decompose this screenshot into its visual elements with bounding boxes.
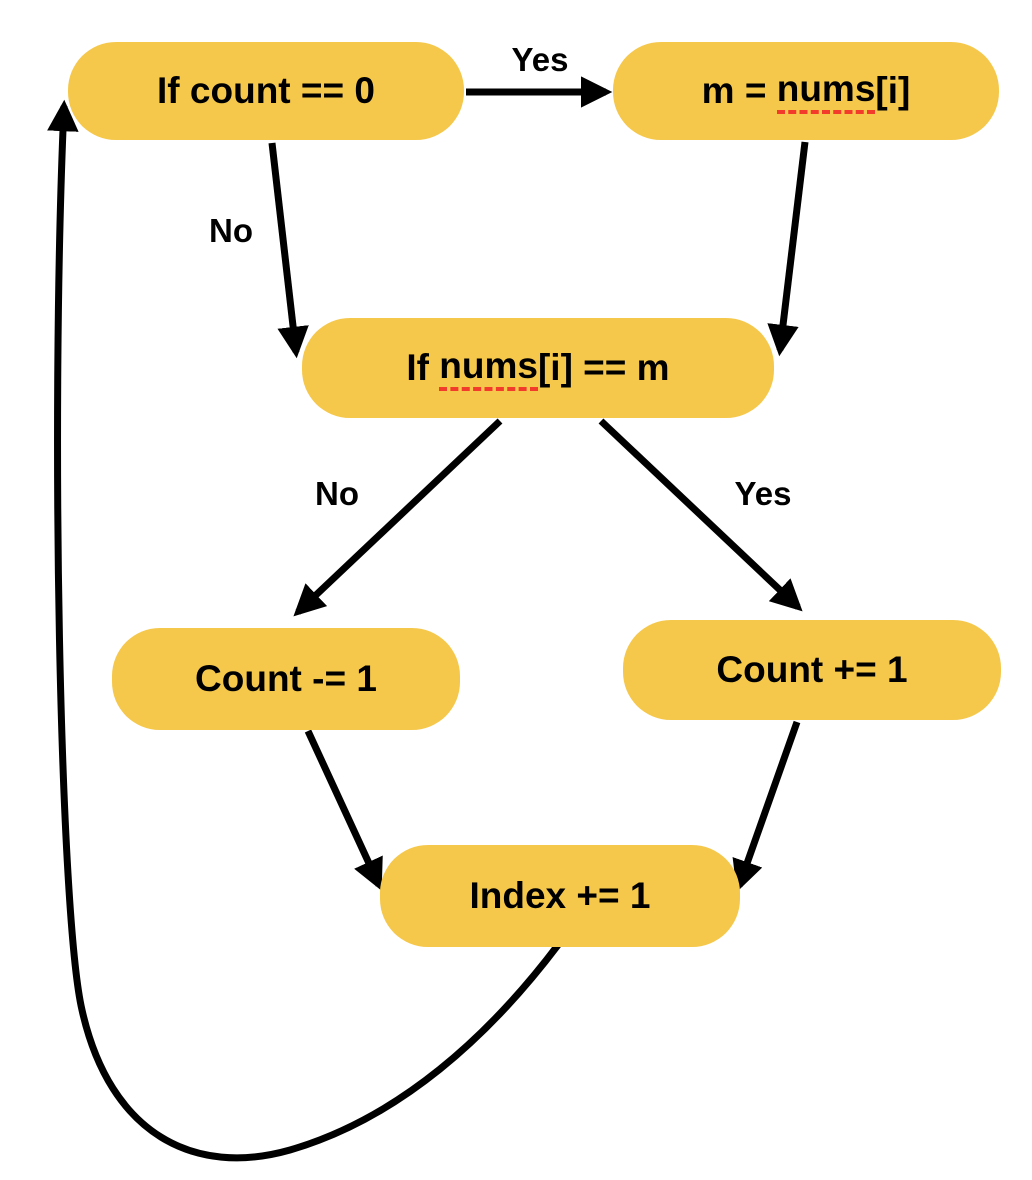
edge-label-yes-top: Yes [511, 41, 569, 78]
node-label-misspelled: nums [776, 68, 876, 114]
edge-count-dec-to-index [304, 729, 383, 891]
node-if-nums-i-equals-m[interactable]: If nums[i] == m [302, 318, 774, 418]
node-label-post: [i] [875, 70, 911, 111]
edge-no-to-count-dec [293, 418, 503, 617]
edge-m-assign-to-if-nums [767, 141, 809, 357]
node-label: Index += 1 [469, 875, 651, 916]
node-label-misspelled: nums [439, 345, 538, 391]
edge-label-yes-middle: Yes [734, 475, 792, 512]
node-count-decrement[interactable]: Count -= 1 [112, 628, 460, 730]
edge-label-no-upper-left: No [209, 212, 253, 249]
edge-count-inc-to-index [732, 720, 801, 892]
node-label: Count -= 1 [195, 658, 377, 699]
node-label-pre: If [406, 347, 440, 388]
node-label: Count += 1 [716, 649, 908, 690]
edge-label-no-middle: No [315, 475, 359, 512]
node-count-increment[interactable]: Count += 1 [623, 620, 1001, 720]
edge-no-to-if-nums [268, 142, 309, 359]
edge-yes-to-count-inc [598, 418, 803, 612]
node-label-pre: m = [701, 70, 777, 111]
edge-loop-index-to-if-count [47, 99, 561, 1162]
node-label-post: [i] == m [537, 347, 670, 388]
node-if-count-equals-0[interactable]: If count == 0 [68, 42, 464, 140]
node-label: If count == 0 [157, 70, 375, 111]
node-index-increment[interactable]: Index += 1 [380, 845, 740, 947]
node-m-assign-nums-i[interactable]: m = nums[i] [613, 42, 999, 140]
